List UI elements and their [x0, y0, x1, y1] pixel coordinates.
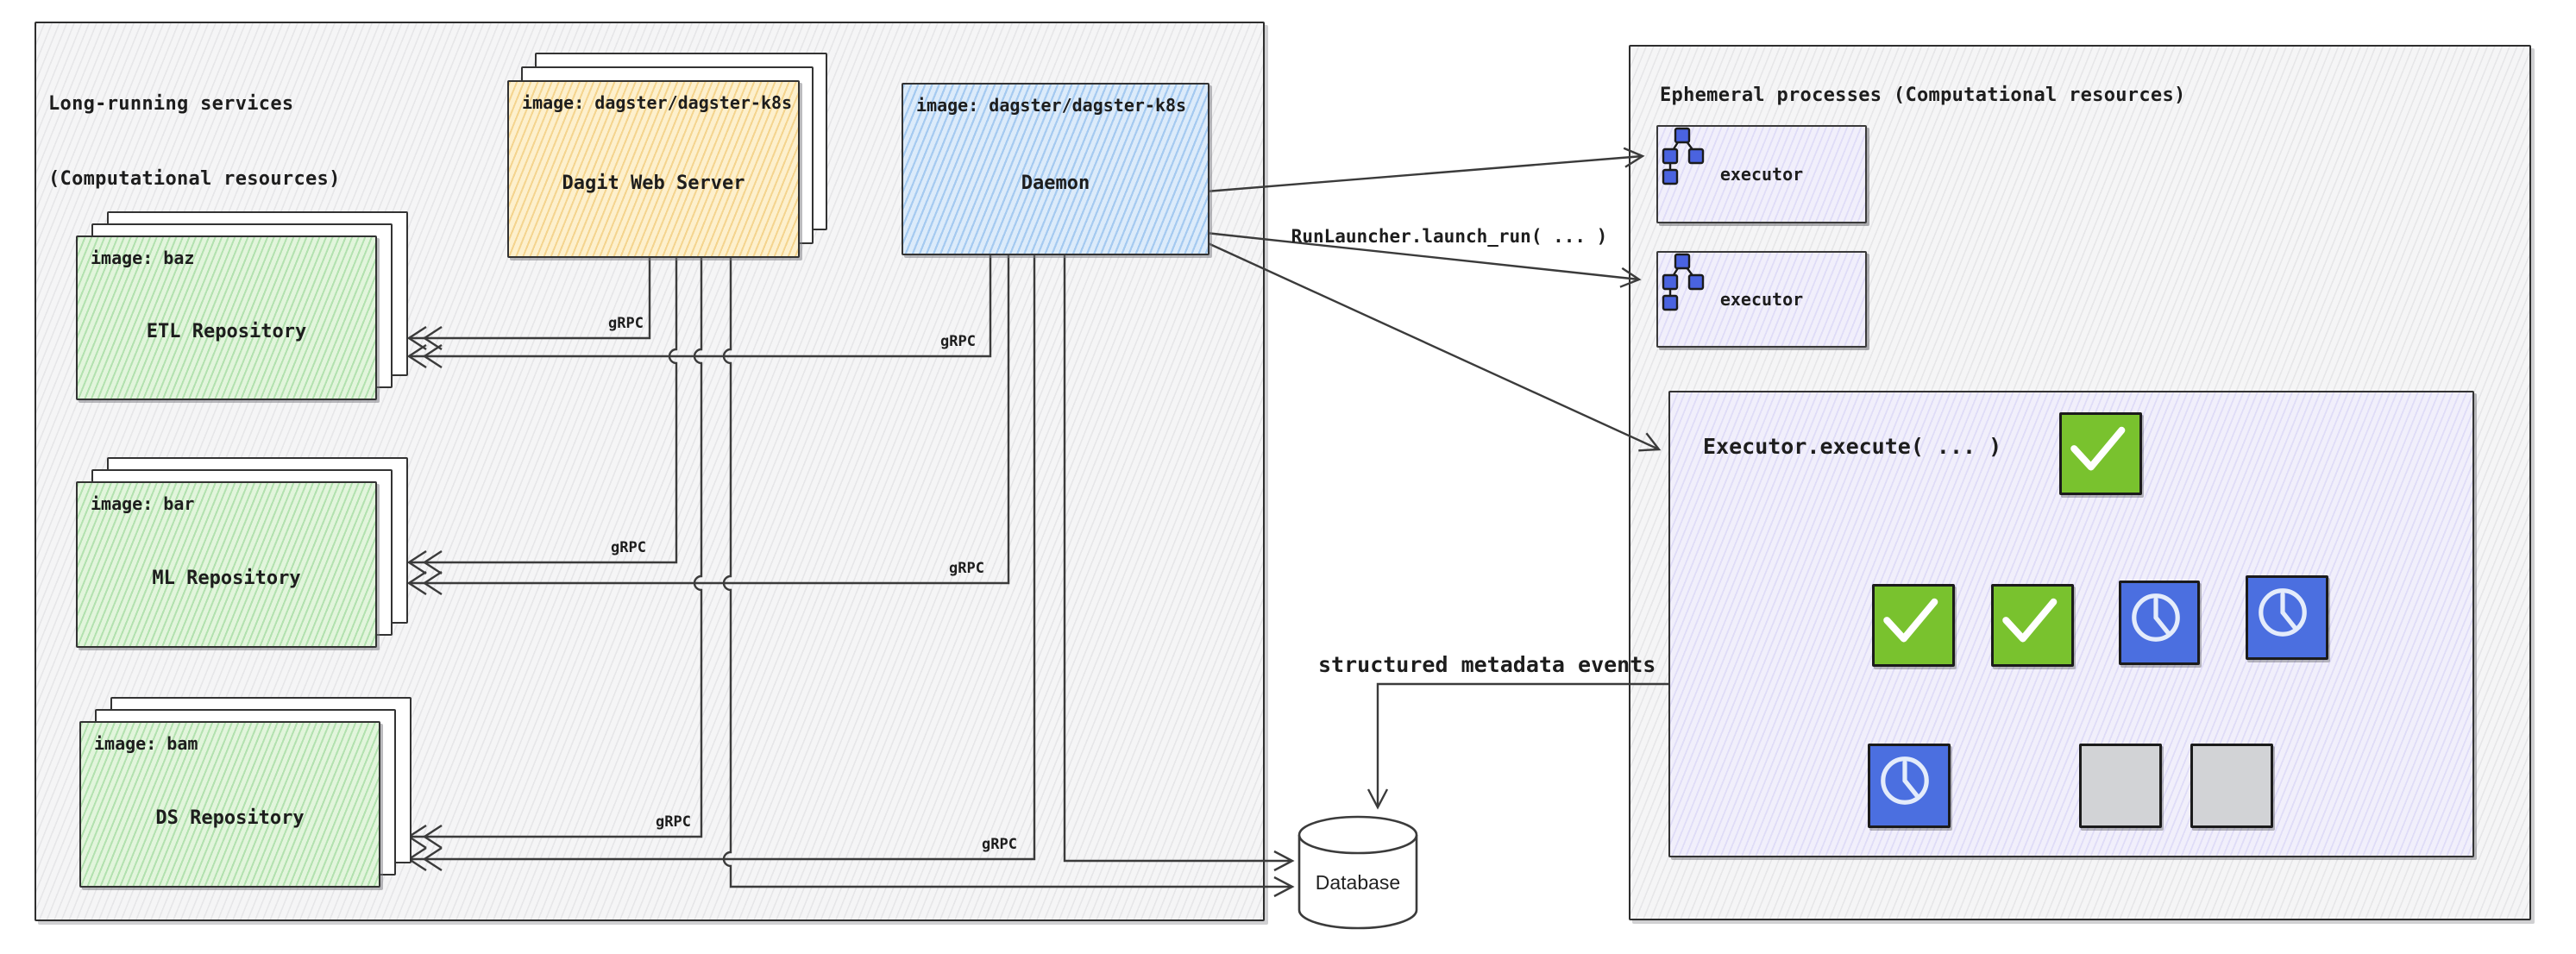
edge-daemon-ml [406, 253, 1010, 596]
panel-title-line: Long-running services [48, 93, 294, 115]
executor-box-2: executor [1656, 251, 1867, 348]
ml-name: ML Repository [152, 568, 301, 590]
edge-daemon-etl [406, 253, 992, 369]
ds-name: DS Repository [155, 807, 305, 830]
edge-daemon-ds [406, 253, 1036, 872]
database-label: Database [1315, 871, 1401, 894]
ml-image-label: image: bar [91, 493, 195, 514]
step-node-pending-2 [2190, 744, 2273, 828]
run-launcher-label: RunLauncher.launch_run( ... ) [1291, 226, 1608, 247]
executor2-label: executor [1719, 289, 1804, 310]
etl-image-label: image: baz [91, 248, 195, 268]
dagit-image-label: image: dagster/dagster-k8s [522, 92, 793, 113]
edge-daemon-executor1 [1205, 147, 1645, 193]
step-node-running-1 [2119, 581, 2200, 665]
grpc-label-etl-daemon: gRPC [940, 333, 976, 350]
structured-metadata-label: structured metadata events [1318, 652, 1656, 677]
step-node-success-root [2059, 412, 2142, 495]
daemon-name: Daemon [1021, 172, 1090, 194]
ds-repository-box: image: bam DS Repository [79, 721, 380, 888]
executor-execute-title: Executor.execute( ... ) [1703, 434, 2002, 459]
check-icon [2070, 426, 2126, 471]
dag-icon [1662, 127, 1705, 185]
edge-dagit-ml [406, 255, 678, 575]
step-node-running-3 [1868, 744, 1951, 828]
clock-icon [2132, 593, 2180, 642]
database-icon [1297, 815, 1418, 930]
etl-name: ETL Repository [146, 321, 307, 343]
clock-icon [1881, 756, 1929, 805]
edge-daemon-executor-execute [1205, 241, 1662, 452]
edge-metadata-database [1367, 682, 1668, 810]
ephemeral-panel-title: Ephemeral processes (Computational resou… [1660, 85, 2186, 106]
ml-repository-box: image: bar ML Repository [76, 481, 377, 648]
grpc-label-ds-dagit: gRPC [656, 813, 691, 831]
edge-daemon-database [1063, 253, 1295, 872]
daemon-image-label: image: dagster/dagster-k8s [916, 95, 1187, 116]
grpc-label-ml-daemon: gRPC [949, 560, 984, 577]
panel-title-line: (Computational resources) [48, 168, 341, 190]
executor-box-1: executor [1656, 125, 1867, 223]
ds-image-label: image: bam [94, 733, 198, 754]
grpc-edges [406, 253, 1295, 898]
dagit-name: Dagit Web Server [562, 173, 745, 195]
long-running-panel-title: Long-running services (Computational res… [48, 41, 341, 217]
step-node-success-2 [1991, 584, 2074, 667]
check-icon [1883, 598, 1938, 643]
launch-edges [1205, 147, 1668, 810]
clock-icon [2259, 588, 2307, 637]
grpc-label-ds-daemon: gRPC [982, 836, 1017, 853]
edge-dagit-ds [406, 255, 703, 850]
step-node-success-1 [1872, 584, 1955, 667]
executor1-label: executor [1719, 164, 1804, 185]
grpc-label-ml-dagit: gRPC [611, 539, 646, 556]
edge-daemon-executor2 [1205, 231, 1642, 288]
grpc-label-etl-dagit: gRPC [608, 315, 644, 332]
daemon-box: image: dagster/dagster-k8s Daemon [902, 83, 1209, 255]
step-node-pending-1 [2079, 744, 2162, 828]
dagit-web-server-box: image: dagster/dagster-k8s Dagit Web Ser… [507, 80, 800, 258]
dag-icon [1662, 253, 1705, 311]
etl-repository-box: image: baz ETL Repository [76, 235, 377, 400]
step-node-running-2 [2246, 575, 2328, 660]
check-icon [2002, 598, 2058, 643]
edge-dagit-etl [406, 255, 651, 351]
